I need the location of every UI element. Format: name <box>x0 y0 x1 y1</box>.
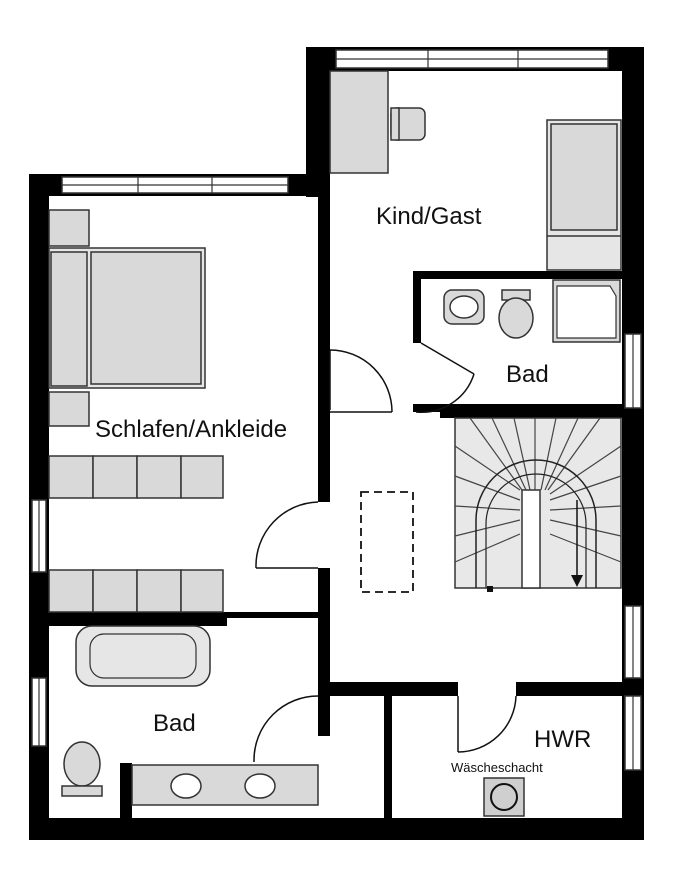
bad-upper-fixtures <box>443 279 621 343</box>
toilet-lower-tank <box>61 785 103 797</box>
nightstand-top <box>48 209 90 247</box>
schlafen-furniture <box>48 209 224 613</box>
room-label-kind-gast: Kind/Gast <box>376 203 482 230</box>
wardrobe-upper <box>48 455 224 499</box>
room-label-schlafen: Schlafen/Ankleide <box>95 416 287 443</box>
desk <box>329 70 389 174</box>
walls <box>29 47 644 840</box>
room-label-bad-upper: Bad <box>506 361 549 388</box>
room-label-hwr: HWR <box>534 726 591 753</box>
laundry-chute <box>483 777 525 817</box>
label-waescheschacht: Wäscheschacht <box>451 760 543 775</box>
kind-gast-furniture <box>329 70 622 271</box>
windows <box>31 49 642 771</box>
staircase <box>454 417 622 592</box>
nightstand-bottom <box>48 391 90 427</box>
bad-lower-fixtures <box>61 625 319 806</box>
toilet-upper-bowl <box>498 297 534 339</box>
doors <box>253 342 517 762</box>
wardrobe-lower <box>48 569 224 613</box>
room-label-bad-lower: Bad <box>153 710 196 737</box>
attic-hatch <box>360 491 414 593</box>
toilet-lower-bowl <box>63 741 101 787</box>
vanity <box>131 764 319 806</box>
